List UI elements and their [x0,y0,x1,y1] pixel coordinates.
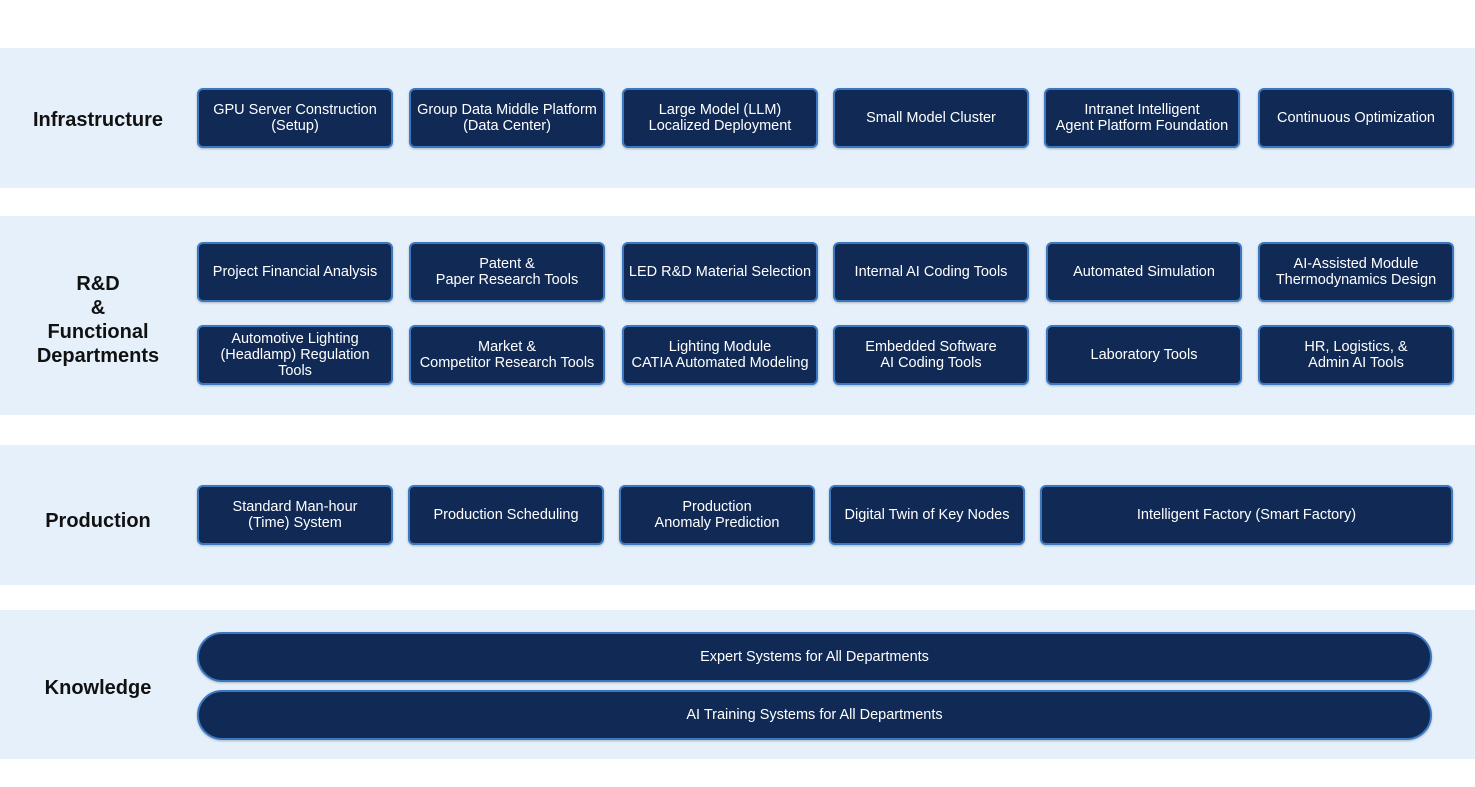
infra-agent-platform-box: Intranet Intelligent Agent Platform Foun… [1044,88,1240,148]
prod-anomaly-prediction-box: Production Anomaly Prediction [619,485,815,545]
production-label: Production [45,510,151,532]
rnd-internal-ai-coding-box: Internal AI Coding Tools [833,242,1029,302]
infra-gpu-server-box: GPU Server Construction (Setup) [197,88,393,148]
infra-small-model-cluster-box: Small Model Cluster [833,88,1029,148]
rnd-led-material-selection-box: LED R&D Material Selection [622,242,818,302]
rnd-headlamp-regulation-box: Automotive Lighting (Headlamp) Regulatio… [197,325,393,385]
prod-smart-factory-box: Intelligent Factory (Smart Factory) [1040,485,1453,545]
rnd-market-research-box: Market & Competitor Research Tools [409,325,605,385]
rnd-automated-simulation-box: Automated Simulation [1046,242,1242,302]
rnd-label: R&D & Functional Departments [36,273,160,367]
rnd-patent-research-box: Patent & Paper Research Tools [409,242,605,302]
prod-digital-twin-box: Digital Twin of Key Nodes [829,485,1025,545]
rnd-laboratory-tools-box: Laboratory Tools [1046,325,1242,385]
rnd-thermodynamics-design-box: AI-Assisted Module Thermodynamics Design [1258,242,1454,302]
rnd-embedded-software-box: Embedded Software AI Coding Tools [833,325,1029,385]
rnd-catia-modeling-box: Lighting Module CATIA Automated Modeling [622,325,818,385]
prod-scheduling-box: Production Scheduling [408,485,604,545]
infrastructure-label: Infrastructure [32,109,164,131]
rnd-hr-logistics-admin-box: HR, Logistics, & Admin AI Tools [1258,325,1454,385]
knowledge-ai-training-bar: AI Training Systems for All Departments [197,690,1432,740]
knowledge-label: Knowledge [44,677,152,699]
infra-continuous-optimization-box: Continuous Optimization [1258,88,1454,148]
infra-data-middle-platform-box: Group Data Middle Platform (Data Center) [409,88,605,148]
rnd-project-financial-analysis-box: Project Financial Analysis [197,242,393,302]
infra-llm-deployment-box: Large Model (LLM) Localized Deployment [622,88,818,148]
prod-man-hour-system-box: Standard Man-hour (Time) System [197,485,393,545]
knowledge-expert-systems-bar: Expert Systems for All Departments [197,632,1432,682]
